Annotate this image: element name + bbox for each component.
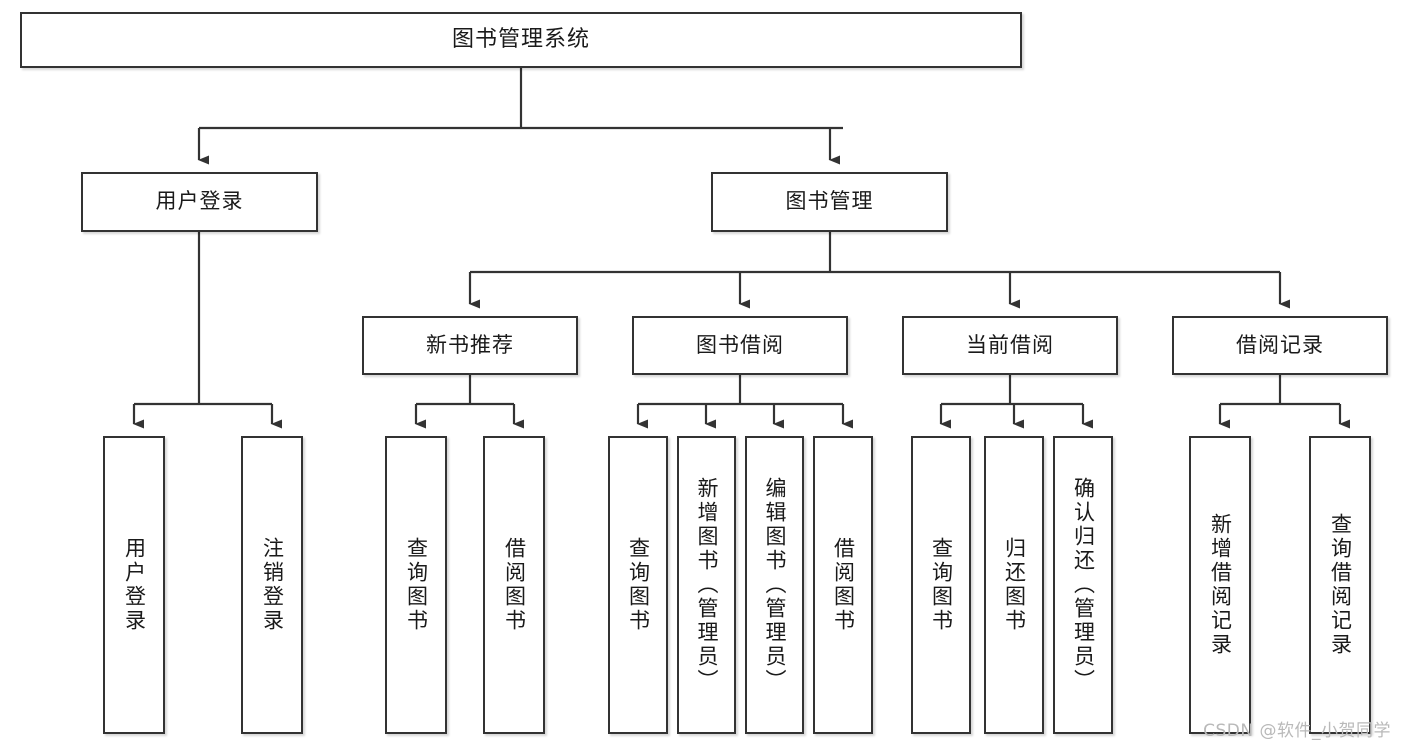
edges-currentborrow-to-leaves	[939, 375, 1093, 429]
node-leaf-borrow-book-1[interactable]: 借阅图书	[483, 436, 545, 734]
edges-bookmanage-to-level3	[468, 232, 1290, 309]
node-leaf-query-book-3[interactable]: 查询图书	[911, 436, 971, 734]
edges-newbook-to-leaves	[414, 375, 524, 429]
node-book-borrow-label: 图书借阅	[696, 332, 784, 357]
node-new-book-recommend-label: 新书推荐	[426, 332, 514, 357]
node-leaf-add-record-label: 新增借阅记录	[1208, 513, 1233, 657]
node-leaf-add-book[interactable]: 新增图书（管理员）	[677, 436, 736, 734]
node-borrow-record-label: 借阅记录	[1236, 332, 1324, 357]
node-user-login[interactable]: 用户登录	[81, 172, 318, 232]
edges-root-to-level2	[197, 68, 843, 165]
node-leaf-edit-book[interactable]: 编辑图书（管理员）	[745, 436, 804, 734]
node-leaf-query-book-1[interactable]: 查询图书	[385, 436, 447, 734]
node-leaf-add-record[interactable]: 新增借阅记录	[1189, 436, 1251, 734]
node-leaf-user-logout-label: 注销登录	[260, 537, 285, 633]
edges-borrowrecord-to-leaves	[1218, 375, 1350, 429]
node-leaf-query-book-2[interactable]: 查询图书	[608, 436, 668, 734]
node-current-borrow-label: 当前借阅	[966, 332, 1054, 357]
node-new-book-recommend[interactable]: 新书推荐	[362, 316, 578, 375]
edges-bookborrow-to-leaves	[636, 375, 853, 429]
edges-userlogin-to-leaves	[132, 232, 282, 429]
node-leaf-borrow-book-1-label: 借阅图书	[502, 537, 527, 633]
node-borrow-record[interactable]: 借阅记录	[1172, 316, 1388, 375]
node-leaf-query-book-3-label: 查询图书	[929, 537, 954, 633]
csdn-watermark: CSDN @软件_小贺同学	[1203, 721, 1391, 741]
node-leaf-edit-book-label: 编辑图书（管理员）	[763, 477, 787, 693]
node-leaf-return-book-label: 归还图书	[1002, 537, 1027, 633]
node-leaf-query-book-2-label: 查询图书	[626, 537, 651, 633]
node-leaf-borrow-book-2-label: 借阅图书	[831, 537, 856, 633]
node-leaf-confirm-return[interactable]: 确认归还（管理员）	[1053, 436, 1113, 734]
node-leaf-borrow-book-2[interactable]: 借阅图书	[813, 436, 873, 734]
node-root-system[interactable]: 图书管理系统	[20, 12, 1022, 68]
node-user-login-label: 用户登录	[155, 189, 244, 214]
node-leaf-query-book-1-label: 查询图书	[404, 537, 429, 633]
node-book-manage[interactable]: 图书管理	[711, 172, 948, 232]
node-leaf-query-record[interactable]: 查询借阅记录	[1309, 436, 1371, 734]
node-book-borrow[interactable]: 图书借阅	[632, 316, 848, 375]
node-leaf-query-record-label: 查询借阅记录	[1328, 513, 1353, 657]
node-leaf-add-book-label: 新增图书（管理员）	[695, 477, 719, 693]
node-leaf-user-login-label: 用户登录	[122, 537, 147, 633]
node-leaf-user-login[interactable]: 用户登录	[103, 436, 165, 734]
node-root-label: 图书管理系统	[451, 26, 590, 52]
node-leaf-return-book[interactable]: 归还图书	[984, 436, 1044, 734]
node-leaf-confirm-return-label: 确认归还（管理员）	[1071, 477, 1096, 693]
node-book-manage-label: 图书管理	[785, 189, 874, 214]
node-current-borrow[interactable]: 当前借阅	[902, 316, 1118, 375]
node-leaf-user-logout[interactable]: 注销登录	[241, 436, 303, 734]
